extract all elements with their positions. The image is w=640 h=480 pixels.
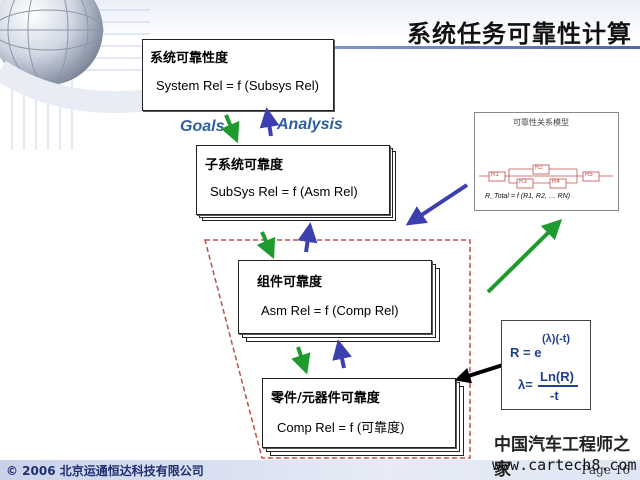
fraction-bar [538, 385, 578, 387]
subsystem-reliability-title: 子系统可靠度 [205, 158, 284, 173]
analysis-arrow-1 [259, 107, 280, 137]
analysis-arrow-2 [297, 222, 318, 253]
goals-arrow-1 [220, 114, 240, 144]
dashed-boundary [204, 239, 471, 459]
model-total-formula: R_Total = f (R1, R2, … RN) [485, 193, 571, 200]
goals-label: Goals [180, 118, 225, 135]
assembly-reliability-box: 组件可靠度 Asm Rel = f (Comp Rel) [238, 260, 432, 334]
title-underline [140, 46, 640, 49]
page-number: Page 16 [581, 463, 630, 477]
block-r1: R1 [491, 172, 499, 178]
footer-copyright: © 2006 北京运通恒达科技有限公司 [6, 464, 204, 478]
block-r2: R2 [535, 165, 543, 171]
reliability-model-title: 可靠性关系模型 [513, 118, 569, 127]
lambda-numerator: Ln(R) [540, 369, 574, 384]
system-reliability-formula: System Rel = f (Subsys Rel) [156, 78, 319, 93]
assembly-to-model-arrow [486, 218, 563, 294]
system-reliability-title: 系统可靠性度 [150, 51, 229, 66]
subsystem-reliability-formula: SubSys Rel = f (Asm Rel) [210, 184, 358, 199]
system-reliability-box: 系统可靠性度 System Rel = f (Subsys Rel) [142, 39, 334, 111]
globe-decoration [0, 0, 150, 150]
header-gradient-band [0, 0, 640, 40]
slide-title: 系统任务可靠性计算 [407, 20, 632, 48]
model-to-subsystem-arrow [405, 183, 469, 226]
block-r5: R5 [585, 172, 593, 178]
component-reliability-formula: Comp Rel = f (可靠度) [277, 420, 405, 435]
reliability-block-diagram [479, 164, 613, 189]
subsystem-reliability-box: 子系统可靠度 SubSys Rel = f (Asm Rel) [196, 145, 390, 215]
formula-to-component-arrow [454, 362, 507, 384]
assembly-reliability-title: 组件可靠度 [257, 275, 323, 290]
lambda-denominator: -t [550, 388, 559, 403]
component-reliability-title: 零件/元器件可靠度 [271, 391, 380, 406]
watermark-url: www.cartech8.com [492, 456, 637, 474]
analysis-label: Analysis [277, 116, 343, 133]
reliability-formula-panel: R = e (λ)(-t) λ= Ln(R) -t [501, 320, 591, 410]
assembly-reliability-formula: Asm Rel = f (Comp Rel) [261, 303, 399, 318]
lambda-lhs: λ= [518, 377, 533, 392]
analysis-arrow-3 [332, 339, 352, 369]
watermark-site-name: 中国汽车工程师之家 [494, 435, 630, 480]
block-r4: R4 [552, 179, 560, 185]
goals-arrow-3 [291, 346, 311, 375]
r-formula-exponent: (λ)(-t) [542, 333, 571, 345]
r-formula-base: R = e [510, 345, 542, 360]
component-reliability-box: 零件/元器件可靠度 Comp Rel = f (可靠度) [262, 378, 456, 448]
footer-bar [0, 460, 640, 480]
reliability-model-panel: 可靠性关系模型 R1 R2 R3 R4 R5 R_Total = f (R1, … [474, 112, 619, 211]
goals-arrow-2 [256, 231, 276, 260]
block-r3: R3 [519, 179, 527, 185]
